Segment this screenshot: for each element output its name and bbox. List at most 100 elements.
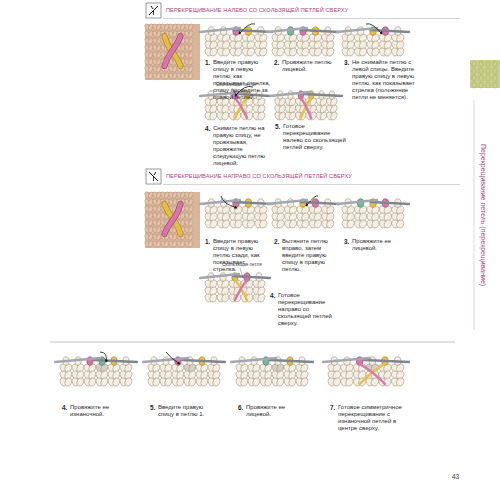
leader-line bbox=[240, 268, 243, 278]
knitting-needle bbox=[267, 28, 307, 32]
stitch-loop bbox=[300, 377, 309, 387]
symbol-stroke bbox=[153, 11, 154, 15]
stitch-loop bbox=[330, 111, 339, 121]
stitch-diagram bbox=[270, 91, 342, 121]
symbol-stroke bbox=[149, 6, 158, 15]
stitch-loop bbox=[332, 377, 342, 388]
step-text: Не снимайте петлю с левой спицы. Введите… bbox=[352, 59, 418, 101]
stitch-loop bbox=[288, 377, 297, 387]
swatch-stitch bbox=[188, 212, 194, 220]
step-text: Готовое симметричное перекрещивание с из… bbox=[338, 404, 410, 432]
stitch-diagram bbox=[55, 352, 137, 387]
stitch-loop bbox=[246, 219, 256, 229]
stitch-diagram bbox=[267, 196, 339, 230]
swatch-stitch bbox=[188, 240, 194, 248]
step-number: 3. bbox=[344, 238, 349, 246]
step-number: 4. bbox=[205, 125, 210, 133]
knitting-needle bbox=[231, 358, 276, 362]
step-number: 5. bbox=[150, 404, 155, 412]
knitting-needle bbox=[270, 92, 310, 96]
stitch-diagram bbox=[337, 199, 409, 229]
swatch-stitch bbox=[188, 65, 194, 73]
yellow-strand bbox=[235, 98, 247, 118]
direction-arrow bbox=[221, 196, 237, 208]
stitch-loop bbox=[313, 47, 323, 57]
stitch-loop bbox=[276, 47, 286, 57]
stitch-loop bbox=[209, 47, 219, 57]
knitting-needle bbox=[200, 28, 240, 32]
stitch-loop bbox=[301, 219, 311, 229]
swatch-stitch bbox=[472, 75, 476, 81]
swatch-stitch bbox=[188, 233, 194, 241]
knitting-needle bbox=[301, 202, 339, 204]
stitch-diagram bbox=[143, 352, 225, 387]
knitting-needle bbox=[371, 30, 409, 32]
stitch-loop bbox=[100, 377, 109, 387]
header-rule bbox=[163, 184, 460, 185]
step-number: 2. bbox=[274, 59, 279, 67]
stitch-loop bbox=[395, 219, 405, 229]
swatch-ground bbox=[145, 24, 200, 80]
stitch-diagram bbox=[323, 357, 409, 387]
step-number: 3. bbox=[344, 59, 349, 67]
stitch-loop bbox=[209, 293, 218, 303]
stitch-loop bbox=[124, 377, 133, 387]
symbol-box bbox=[146, 3, 161, 18]
stitch-loop bbox=[358, 219, 368, 229]
yellow-strand bbox=[360, 364, 385, 384]
stitch-loop bbox=[246, 47, 256, 57]
swatch-stitch bbox=[188, 72, 194, 80]
stitch-loop bbox=[152, 377, 161, 387]
swatch-stitch bbox=[188, 37, 194, 45]
knitting-needle bbox=[371, 202, 409, 204]
swatch-stitch bbox=[493, 75, 497, 81]
knitting-needle bbox=[182, 360, 225, 362]
yellow-strand bbox=[165, 204, 181, 234]
stitch-loop bbox=[301, 47, 311, 57]
symbol-box bbox=[146, 169, 161, 184]
pink-strand bbox=[235, 280, 247, 300]
section-heading: ПЕРЕКРЕЩИВАНИЕ НАЛЕВО СО СКОЛЬЗЯЩЕЙ ПЕТЛ… bbox=[166, 7, 348, 14]
swatch-stitch bbox=[493, 82, 497, 88]
step-text: Введите правую спицу в левую петлю, как … bbox=[213, 59, 271, 101]
swatch-stitch bbox=[472, 68, 476, 74]
stitch-loop bbox=[240, 377, 249, 387]
knitting-needle bbox=[337, 200, 377, 204]
stitch-loop bbox=[164, 377, 173, 387]
stitch-loop bbox=[313, 219, 323, 229]
swatch-stitch bbox=[188, 30, 194, 38]
step-text: Введите правую спицу в петлю 1. bbox=[158, 404, 216, 418]
step-text: Провяжите петлю лицевой. bbox=[282, 59, 336, 73]
swatch-stitch bbox=[472, 82, 476, 88]
stitch-loop bbox=[212, 377, 221, 387]
stitch-loop bbox=[371, 219, 381, 229]
stitch-diagram bbox=[200, 24, 272, 58]
stitch-loop bbox=[395, 377, 405, 388]
step-number: 1. bbox=[205, 238, 210, 246]
step-text: Провяжите ее лицевой. bbox=[246, 404, 304, 418]
step-text: Снимите петлю на правую спицу, не провяз… bbox=[213, 125, 271, 167]
step-text: Провяжите ее изнаночной. bbox=[70, 404, 128, 418]
pink-strand bbox=[165, 36, 181, 66]
swatch-photo bbox=[144, 191, 200, 248]
stitch-loop bbox=[276, 219, 286, 229]
swatch-stitch bbox=[479, 75, 483, 81]
callout-label: Скользящая петля bbox=[222, 262, 262, 267]
pink-strand bbox=[165, 36, 181, 66]
section-rule bbox=[50, 342, 455, 343]
tab-swatch bbox=[470, 60, 500, 88]
direction-arrow bbox=[166, 352, 180, 364]
stitch-loop bbox=[371, 47, 381, 57]
stitch-loop bbox=[88, 377, 97, 387]
swatch-stitch bbox=[486, 61, 490, 67]
stitch-loop bbox=[258, 219, 268, 229]
knitting-needle bbox=[200, 200, 240, 204]
stitch-loop bbox=[200, 377, 209, 387]
swatch-stitch bbox=[188, 191, 194, 199]
step-number: 6. bbox=[238, 404, 243, 412]
stitch-loop bbox=[346, 47, 356, 57]
yellow-strand bbox=[301, 98, 311, 118]
stitch-symbol bbox=[146, 3, 161, 18]
knitting-needle bbox=[55, 358, 100, 362]
